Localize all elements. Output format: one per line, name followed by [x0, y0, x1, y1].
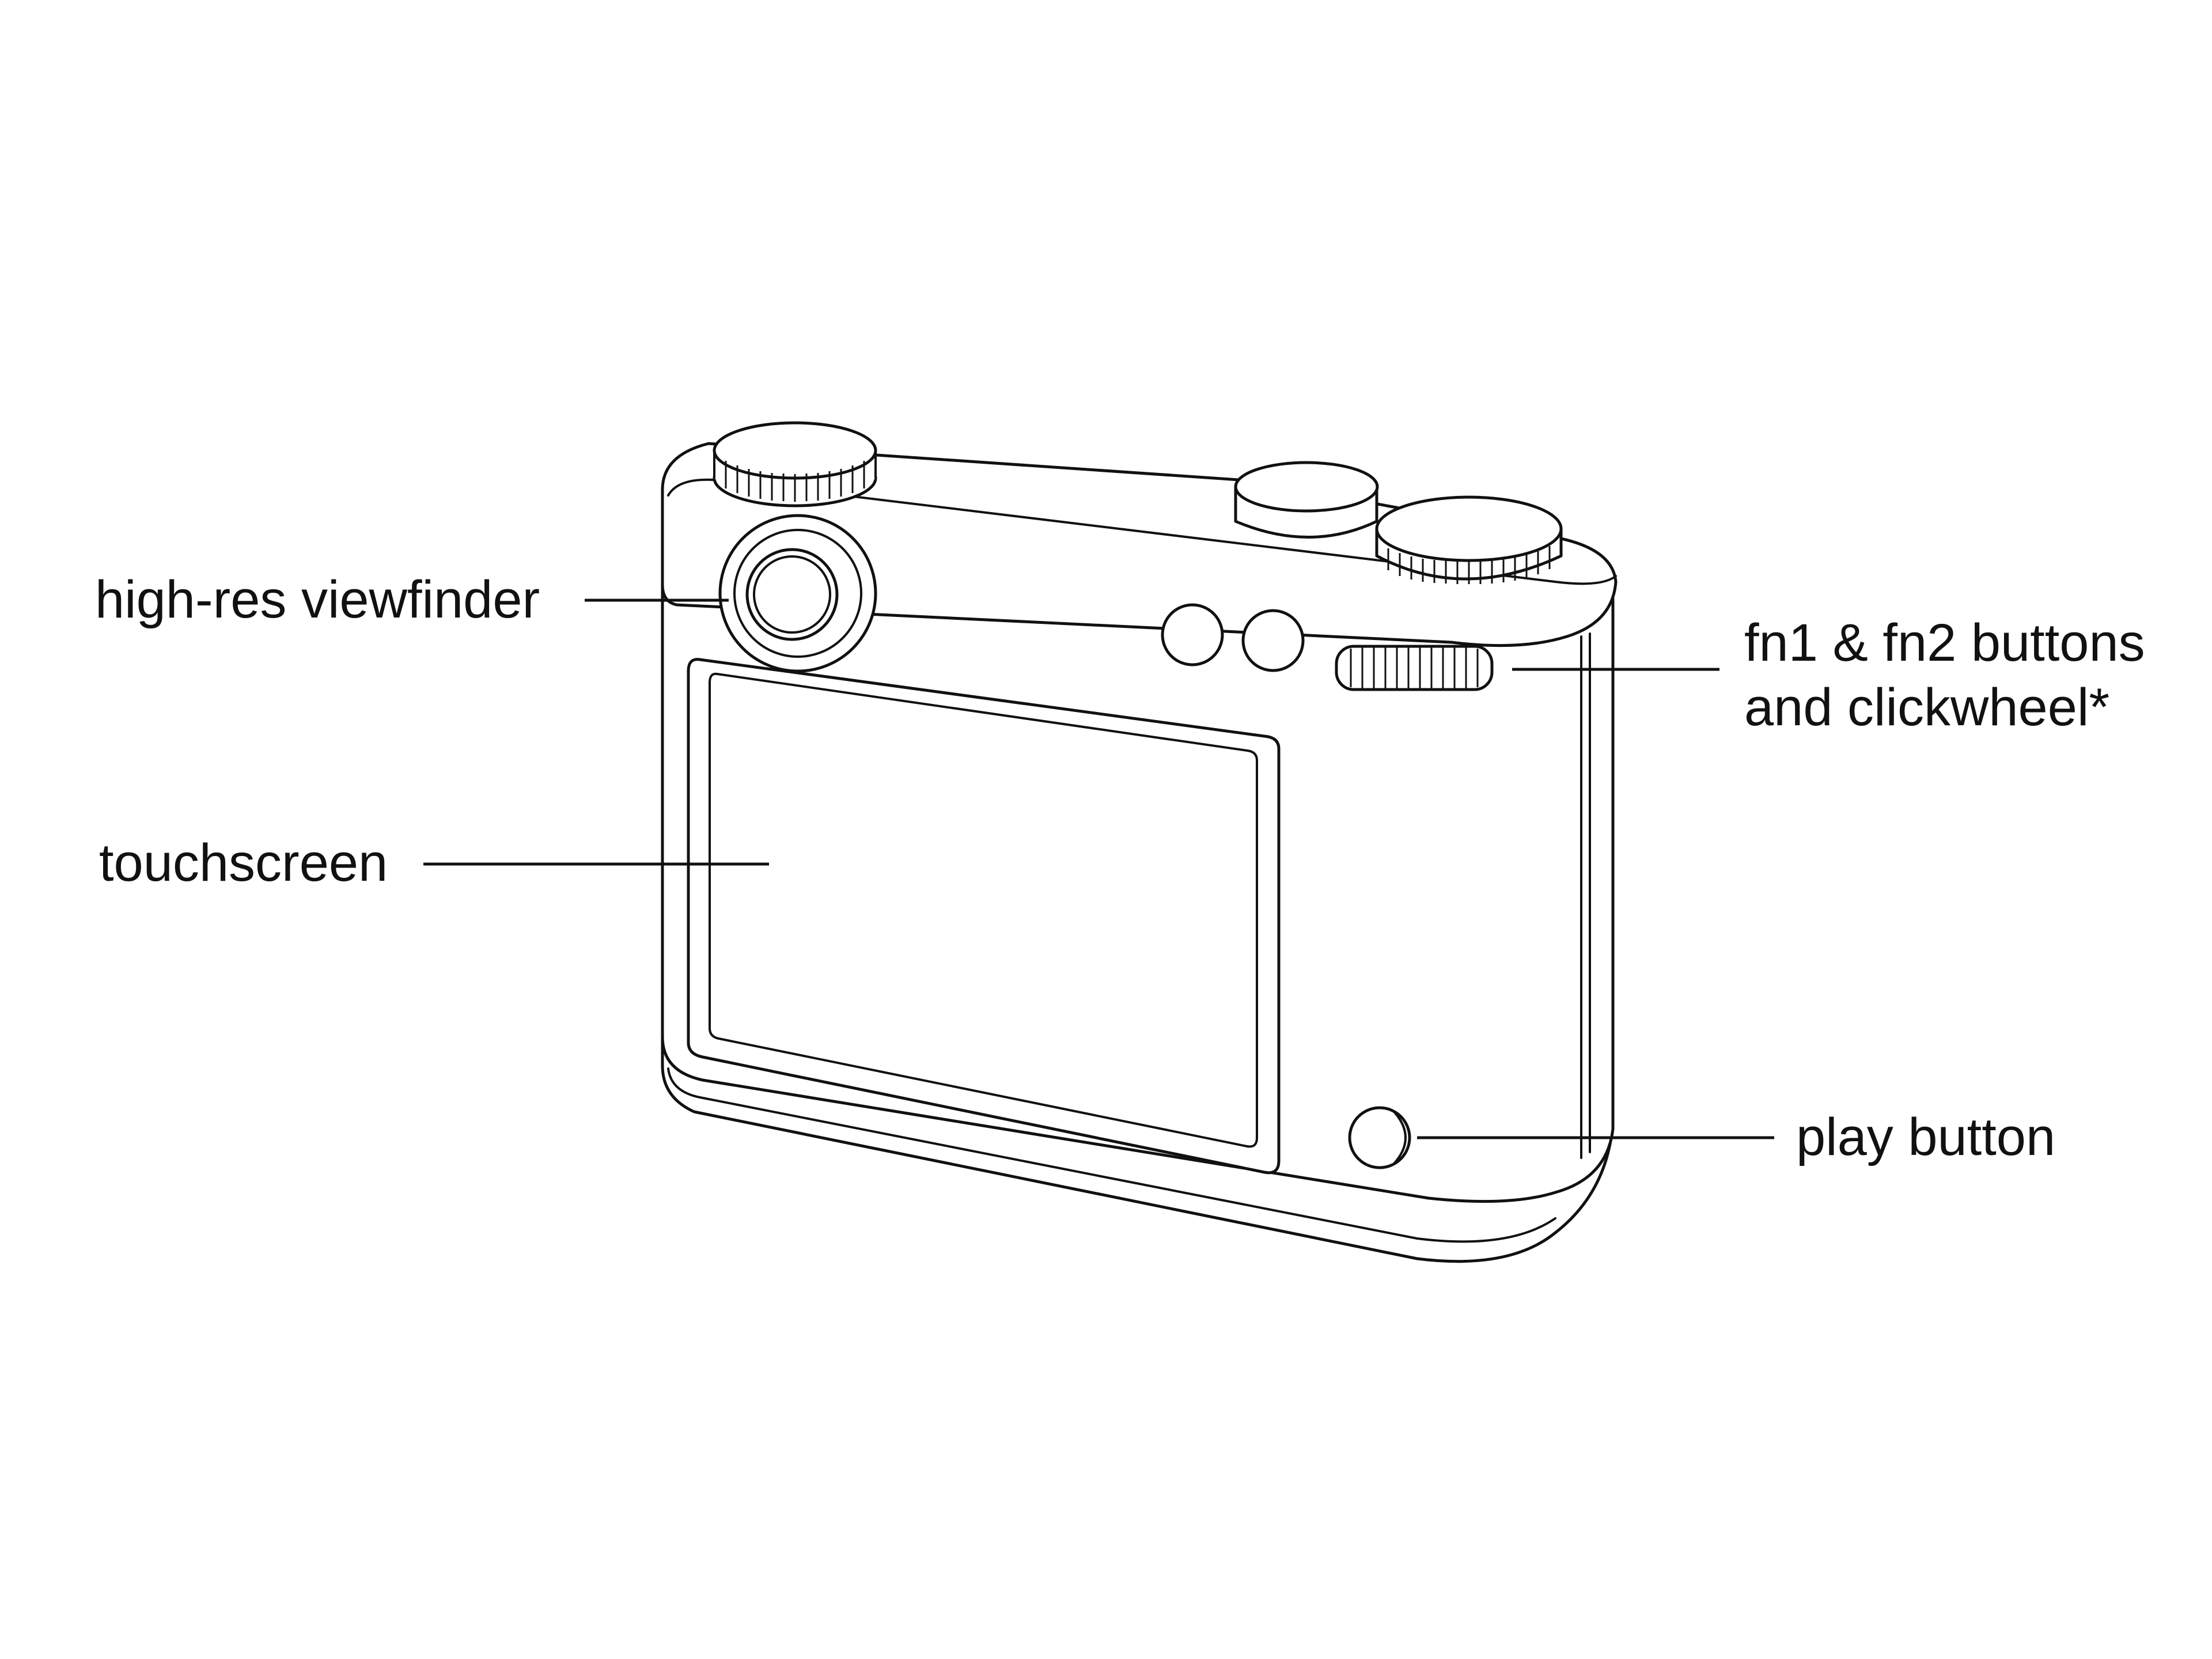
- clickwheel[interactable]: [1335, 645, 1494, 691]
- fn-buttons-label-line1: fn1 & fn2 buttons: [1744, 613, 2145, 672]
- left-dial-knurl: [725, 461, 865, 502]
- right-dial[interactable]: [1375, 495, 1563, 584]
- top-plate-edge: [667, 478, 1617, 585]
- shutter-button[interactable]: [1234, 461, 1379, 539]
- fn1-button[interactable]: [1161, 603, 1224, 666]
- right-dial-knurl: [1387, 546, 1551, 584]
- clickwheel-knurl: [1350, 647, 1479, 689]
- bottom-edge: [667, 1067, 1556, 1243]
- play-button-label: play button: [1796, 1108, 2056, 1166]
- camera-top-plate: [661, 442, 1618, 647]
- left-dial[interactable]: [713, 421, 877, 507]
- viewfinder-eyepiece: [718, 514, 877, 673]
- touchscreen-panel[interactable]: [687, 658, 1281, 1175]
- play-button[interactable]: [1348, 1106, 1411, 1169]
- fn2-button[interactable]: [1241, 609, 1305, 672]
- touchscreen-label: touchscreen: [99, 834, 388, 892]
- fn-buttons-label-line2: and clickwheel*: [1744, 678, 2110, 737]
- viewfinder-label: high-res viewfinder: [95, 570, 540, 629]
